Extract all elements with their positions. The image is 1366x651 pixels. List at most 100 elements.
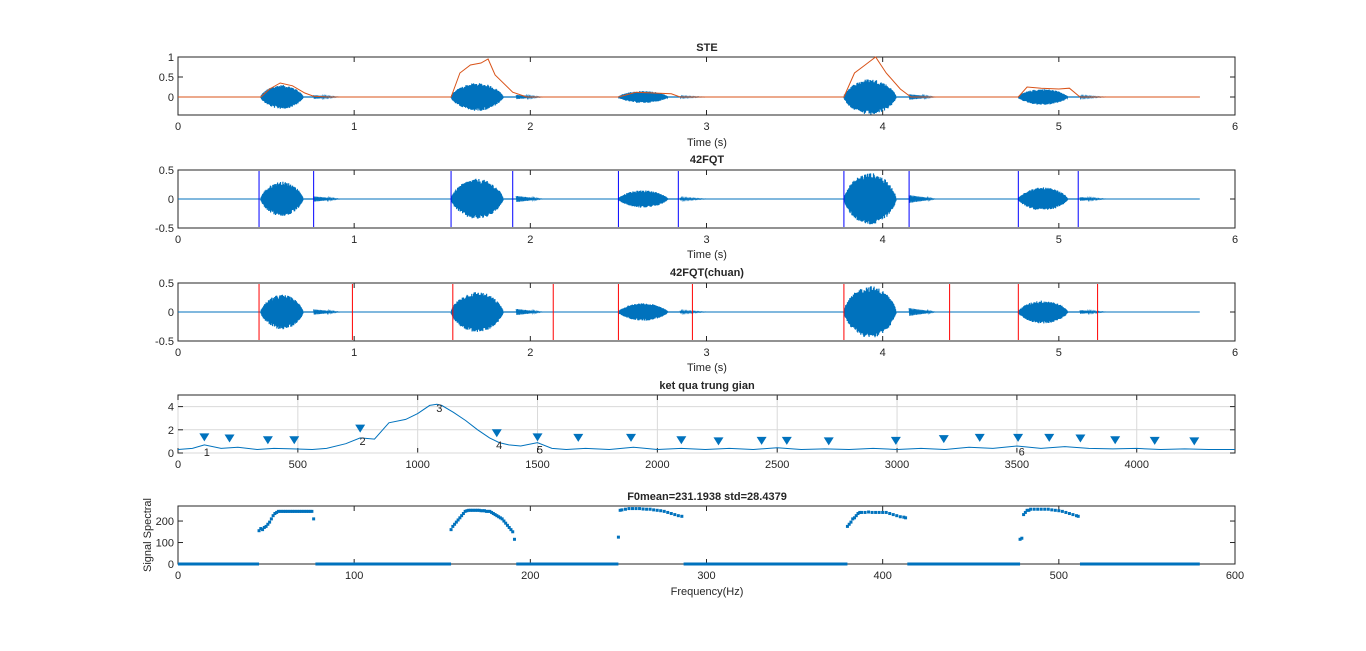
data-point	[1023, 510, 1027, 514]
data-point	[472, 508, 476, 512]
data-point	[491, 512, 495, 516]
x-tick-label: 2000	[645, 459, 669, 471]
x-tick-label: 1	[351, 234, 357, 246]
data-point	[312, 517, 316, 521]
peak-marker	[532, 433, 543, 442]
data-point	[1050, 508, 1054, 512]
data-point	[262, 525, 266, 529]
y-tick-label: 0.5	[159, 72, 174, 84]
data-point	[504, 521, 508, 525]
y-tick-label: 100	[156, 538, 174, 550]
data-point	[867, 510, 871, 514]
data-point	[289, 509, 293, 513]
peak-marker	[573, 433, 584, 442]
data-point	[291, 509, 295, 513]
data-point	[676, 514, 680, 518]
x-tick-label: 0	[175, 570, 181, 582]
data-point	[662, 509, 666, 513]
data-point	[495, 514, 499, 518]
data-point	[1029, 507, 1033, 511]
data-point	[673, 513, 677, 517]
x-tick-label: 300	[697, 570, 715, 582]
data-point	[669, 512, 673, 516]
x-tick-label: 0	[175, 121, 181, 133]
plot-title: F0mean=231.1938 std=28.4379	[627, 491, 787, 503]
data-point	[1032, 507, 1036, 511]
x-tick-label: 0	[175, 459, 181, 471]
x-tick-label: 4	[880, 234, 886, 246]
data-point	[1018, 537, 1022, 541]
annotation-label: 4	[496, 440, 502, 452]
peak-marker	[823, 437, 834, 446]
x-tick-label: 4	[880, 121, 886, 133]
data-point	[261, 528, 265, 532]
x-tick-label: 2	[527, 234, 533, 246]
x-tick-label: 3000	[885, 459, 909, 471]
data-point	[456, 518, 460, 522]
signal-tail	[679, 308, 707, 316]
y-tick-label: 1	[168, 52, 174, 64]
peak-marker	[974, 433, 985, 442]
x-tick-label: 0	[175, 347, 181, 359]
data-point	[1036, 507, 1040, 511]
data-point	[461, 512, 465, 516]
signal-waveform	[260, 294, 314, 330]
data-point	[498, 516, 502, 520]
data-point	[497, 515, 501, 519]
x-tick-label: 1500	[525, 459, 549, 471]
signal-tail	[1079, 308, 1107, 316]
data-point	[863, 510, 867, 514]
plot-title: STE	[696, 42, 717, 54]
peak-marker	[355, 424, 366, 433]
peak-marker	[491, 429, 502, 438]
data-point	[627, 507, 631, 511]
data-point	[505, 523, 509, 527]
signal-tail	[908, 195, 936, 203]
data-point	[1025, 508, 1029, 512]
peak-marker	[626, 433, 636, 442]
peak-marker	[1110, 436, 1121, 445]
data-point	[287, 509, 291, 513]
x-tick-label: 5	[1056, 234, 1062, 246]
data-point	[847, 522, 851, 526]
y-tick-label: 0.5	[159, 278, 174, 290]
data-point	[854, 514, 858, 518]
data-point	[493, 513, 497, 517]
x-tick-label: 3	[703, 121, 709, 133]
signal-tail	[313, 195, 341, 203]
data-point	[463, 509, 467, 513]
signal-waveform	[617, 303, 681, 321]
y-axis-label: Signal Spectral	[142, 498, 154, 572]
annotation-label: 3	[436, 403, 442, 415]
data-point	[271, 514, 275, 518]
data-point	[884, 510, 888, 514]
data-point	[1057, 509, 1061, 513]
data-point	[305, 509, 309, 513]
x-tick-label: 0	[175, 234, 181, 246]
data-point	[1076, 514, 1080, 518]
x-tick-label: 2	[527, 347, 533, 359]
data-point	[507, 525, 511, 529]
data-point	[1022, 513, 1026, 517]
x-tick-label: 500	[1050, 570, 1068, 582]
data-point	[502, 519, 506, 523]
data-point	[877, 510, 881, 514]
data-point	[638, 507, 642, 511]
y-tick-label: 0	[168, 307, 174, 319]
data-point	[454, 520, 458, 524]
data-point	[488, 509, 492, 513]
x-tick-label: 2500	[765, 459, 789, 471]
data-point	[490, 510, 494, 514]
data-point	[1074, 514, 1078, 518]
x-axis-label: Time (s)	[687, 249, 727, 261]
y-tick-label: -0.5	[155, 223, 174, 235]
peak-marker	[756, 436, 767, 445]
x-tick-label: 4000	[1124, 459, 1148, 471]
data-point	[484, 509, 488, 513]
data-point	[273, 512, 277, 516]
data-point	[652, 508, 656, 512]
y-tick-label: 0	[168, 448, 174, 460]
data-point	[303, 509, 307, 513]
signal-waveform	[260, 181, 314, 216]
